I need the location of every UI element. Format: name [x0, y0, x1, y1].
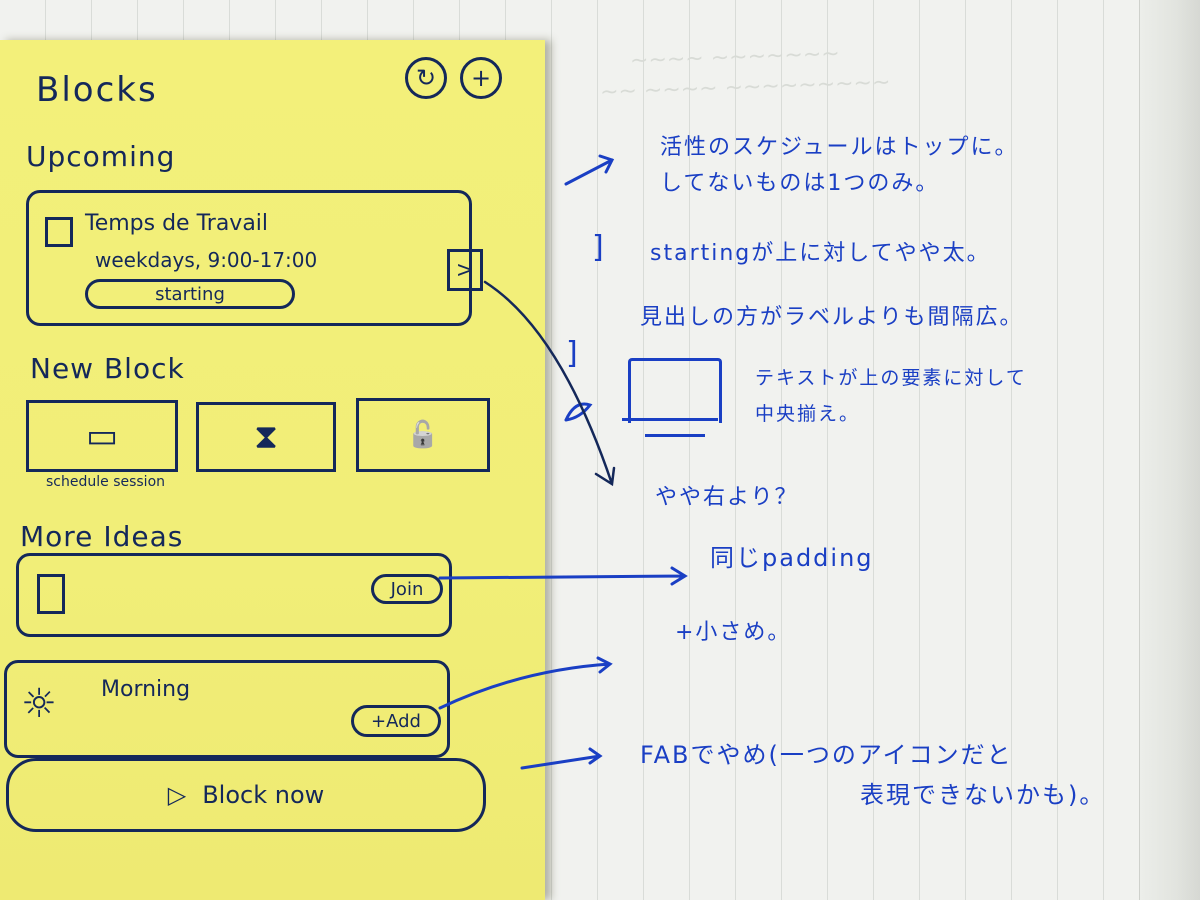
add-icon: + — [470, 64, 492, 92]
annotation-tile-text: テキストが上の要素に対して 中央揃え。 — [755, 367, 1027, 425]
play-icon: ▷ — [167, 781, 187, 809]
refresh-button[interactable]: ↻ — [405, 57, 447, 99]
sticky-note-wireframe: Blocks ↻ + Upcoming Temps de Travail wee… — [0, 40, 545, 900]
annotation-upcoming: 活性のスケジュールはトップに。 してないものは1つのみ。 — [660, 135, 1019, 196]
add-button[interactable]: + — [460, 57, 502, 99]
join-button[interactable]: Join — [371, 574, 443, 604]
upcoming-card[interactable]: Temps de Travail weekdays, 9:00-17:00 st… — [26, 190, 483, 326]
new-block-tile-schedule[interactable]: ▭ — [26, 400, 178, 472]
tile-diagram — [628, 358, 722, 423]
morning-card-title: Morning — [101, 677, 191, 702]
tile-diagram-baseline — [622, 418, 718, 421]
hourglass-icon: ⧗ — [254, 417, 278, 457]
bracket-mark: ] — [592, 230, 604, 265]
status-badge: starting — [85, 279, 295, 309]
sun-icon: ☼ — [21, 681, 57, 727]
annotation-heading-spacing: 見出しの方がラベルよりも間隔広。 — [640, 305, 1024, 330]
section-title-upcoming: Upcoming — [26, 140, 176, 173]
section-title-more-ideas: More Ideas — [20, 520, 184, 553]
bleed-through-text: ~~~~ ~~~~~~~ — [629, 41, 841, 74]
annotation-starting: startingが上に対してやや太。 — [650, 241, 991, 266]
bracket-mark: ] — [566, 336, 578, 371]
refresh-icon: ↻ — [415, 64, 437, 92]
annotation-add-size: +小さめ。 — [675, 620, 792, 645]
calendar-icon — [37, 574, 65, 614]
paper-page-edge — [1139, 0, 1200, 900]
annotation-join-padding: 同じpadding — [710, 544, 874, 572]
chevron-right-button[interactable]: > — [447, 249, 483, 291]
tile-diagram-label — [645, 434, 705, 437]
upcoming-card-schedule: weekdays, 9:00-17:00 — [95, 248, 318, 272]
block-now-button[interactable]: ▷ Block now — [6, 758, 486, 832]
upcoming-card-title: Temps de Travail — [85, 211, 269, 236]
block-now-label: Block now — [202, 781, 325, 809]
new-block-tile-timer[interactable]: ⧗ — [196, 402, 336, 472]
add-to-morning-button[interactable]: +Add — [351, 705, 441, 737]
calendar-icon: ▭ — [85, 416, 119, 456]
calendar-icon — [45, 217, 73, 247]
lock-icon: 🔓 — [406, 420, 440, 450]
app-title: Blocks — [36, 70, 158, 110]
bleed-through-text: ~~ ~~~~ ~~~~~~~~~ — [599, 69, 891, 106]
morning-card[interactable]: ☼ Morning +Add — [4, 660, 450, 758]
section-title-new-block: New Block — [30, 352, 185, 385]
annotation-fab: FABでやめ(一つのアイコンだと 表現できないかも)。 — [640, 741, 1106, 809]
tile-label-schedule: schedule session — [46, 474, 166, 490]
annotation-chevron: やや右より？ — [655, 485, 799, 510]
new-block-tile-lock[interactable]: 🔓 — [356, 398, 490, 472]
more-ideas-card[interactable]: Join — [16, 553, 452, 637]
